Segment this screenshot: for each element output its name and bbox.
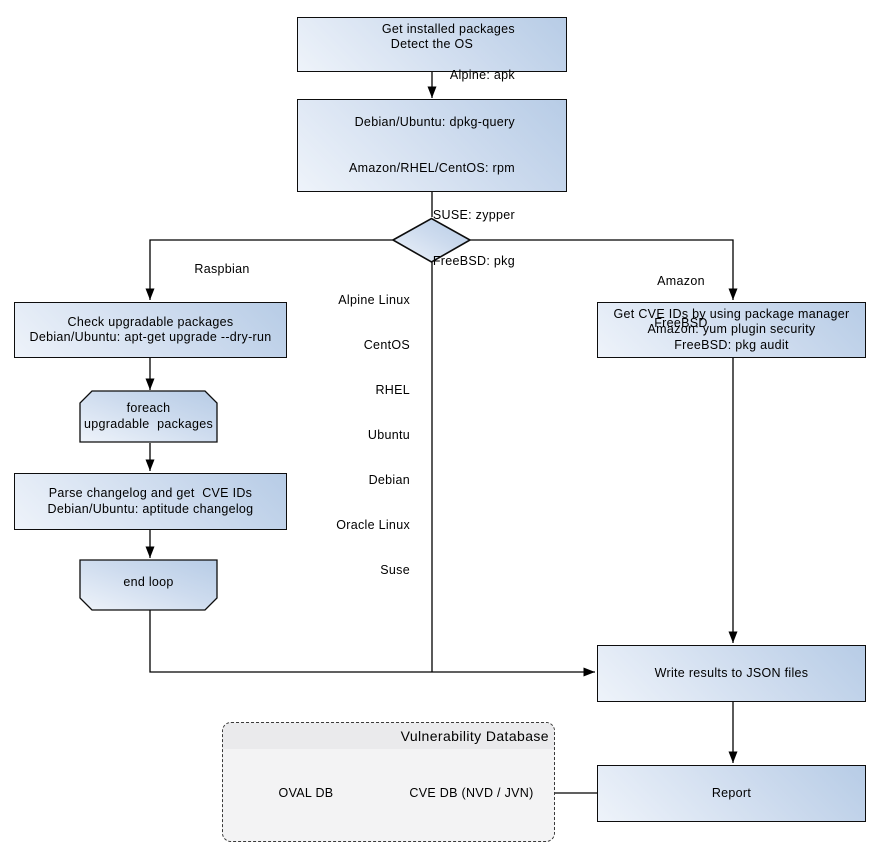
end-loop-label: end loop: [123, 575, 174, 590]
foreach-loop-label: foreach upgradable packages: [83, 401, 213, 431]
node-report-label: Report: [711, 785, 752, 800]
edge-label-os-list: Alpine Linux CentOS RHEL Ubuntu Debian O…: [336, 293, 410, 577]
edge-label-raspbian: Raspbian: [194, 262, 250, 276]
foreach-loop-shape: [79, 390, 218, 443]
vulnerability-database-title: Vulnerability Database: [400, 728, 549, 744]
node-report: Report: [597, 765, 866, 822]
end-loop-shape: [79, 559, 218, 611]
node-detect-os-label: Detect the OS: [390, 36, 474, 51]
node-write-results-label: Write results to JSON files: [654, 665, 809, 680]
vulnerability-database-header: Vulnerability Database: [223, 723, 554, 749]
edge-endloop-to-write-results: [149, 610, 595, 677]
edge-decision-to-get-cve: [470, 239, 738, 300]
node-get-installed-packages-text: Get installed packages Alpine: apk Debia…: [349, 21, 515, 269]
node-check-upgradable: Check upgradable packages Debian/Ubuntu:…: [14, 302, 287, 358]
node-parse-changelog: Parse changelog and get CVE IDs Debian/U…: [14, 473, 287, 530]
node-get-installed-packages: Get installed packages Alpine: apk Debia…: [297, 22, 567, 268]
vulnerability-database-group: Vulnerability Database: [222, 722, 555, 842]
node-write-results: Write results to JSON files: [597, 645, 866, 702]
node-get-cve-ids: Get CVE IDs by using package manager Ama…: [597, 302, 866, 358]
decision-diamond: [391, 217, 472, 263]
edge-decision-to-check-upgradable: [145, 239, 393, 300]
oval-db-label: OVAL DB: [278, 786, 334, 801]
edge-label-amazon-freebsd: Amazon FreeBSD: [654, 274, 708, 330]
node-detect-os: Detect the OS: [297, 17, 567, 72]
cve-db-label: CVE DB (NVD / JVN): [409, 786, 534, 801]
